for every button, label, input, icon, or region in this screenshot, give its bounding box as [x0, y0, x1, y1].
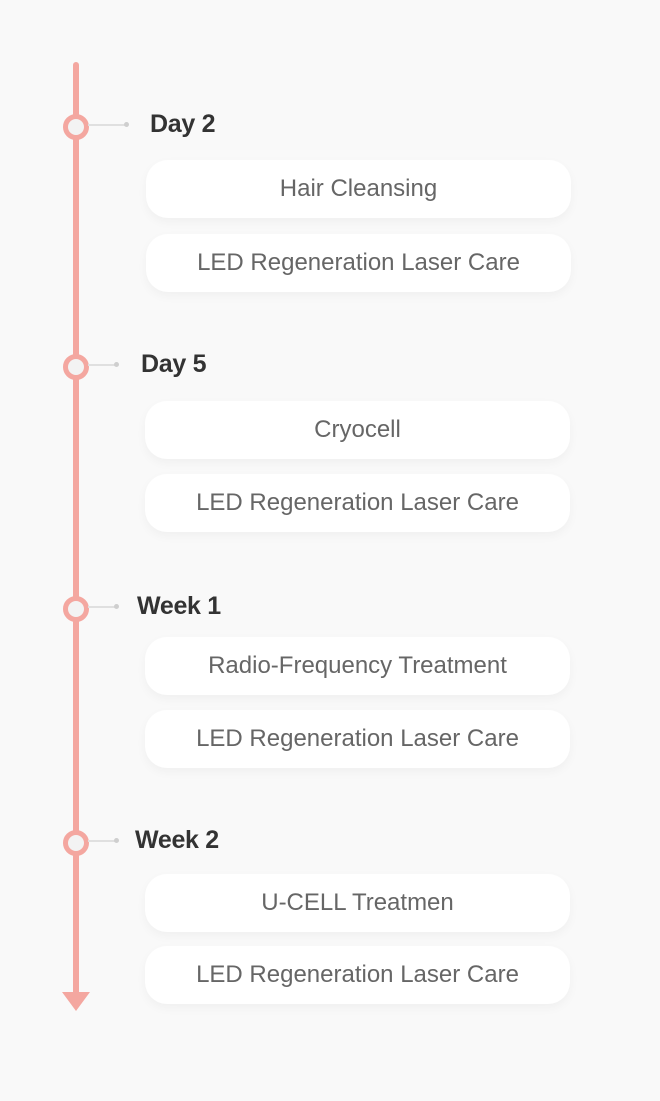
timeline-line — [73, 62, 79, 997]
treatment-card[interactable]: LED Regeneration Laser Care — [145, 474, 570, 532]
connector — [88, 838, 119, 843]
connector — [88, 122, 129, 127]
timeline-label: Day 5 — [141, 350, 207, 378]
treatment-card[interactable]: Radio-Frequency Treatment — [145, 637, 570, 695]
treatment-card[interactable]: LED Regeneration Laser Care — [146, 234, 571, 292]
treatment-card[interactable]: LED Regeneration Laser Care — [145, 946, 570, 1004]
treatment-card[interactable]: U-CELL Treatmen — [145, 874, 570, 932]
timeline-label: Day 2 — [150, 110, 216, 138]
timeline-node-icon — [63, 114, 89, 140]
timeline-label: Week 2 — [135, 826, 219, 854]
timeline-node-icon — [63, 596, 89, 622]
arrow-down-icon — [62, 992, 90, 1011]
treatment-card[interactable]: Cryocell — [145, 401, 570, 459]
treatment-card[interactable]: LED Regeneration Laser Care — [145, 710, 570, 768]
timeline-node-icon — [63, 354, 89, 380]
connector — [88, 362, 119, 367]
connector — [88, 604, 119, 609]
timeline-node-icon — [63, 830, 89, 856]
treatment-card[interactable]: Hair Cleansing — [146, 160, 571, 218]
timeline-label: Week 1 — [137, 592, 221, 620]
